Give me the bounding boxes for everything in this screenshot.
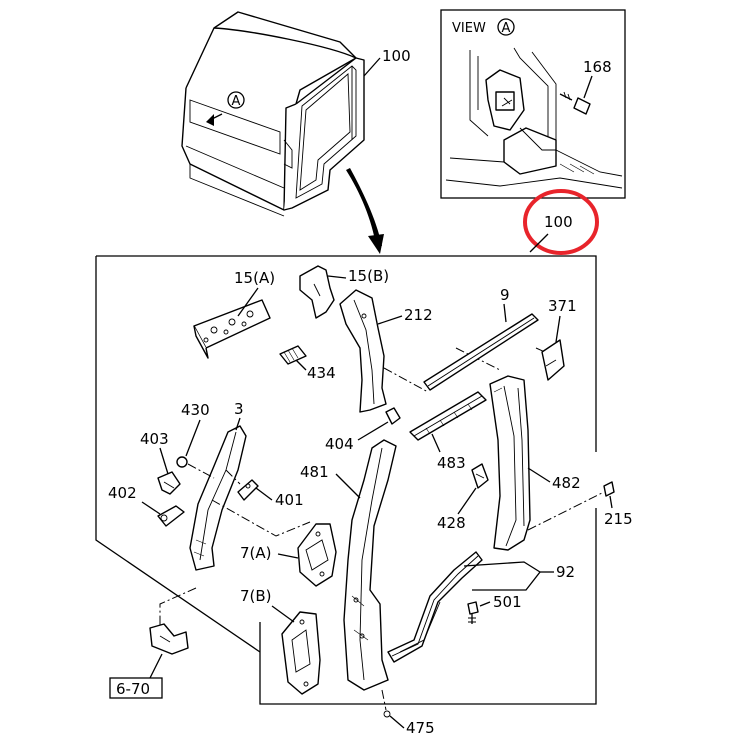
ref-box-6-70 bbox=[109, 677, 163, 699]
view-a-marker-text: A bbox=[232, 94, 241, 109]
view-label: VIEW bbox=[452, 21, 486, 36]
part-475: 475 bbox=[381, 689, 435, 737]
highlight-100: 100 bbox=[523, 189, 599, 255]
main-frame bbox=[95, 255, 597, 705]
label-168: 168 bbox=[583, 58, 612, 76]
part-404: 404 bbox=[325, 407, 401, 453]
label-212: 212 bbox=[404, 306, 433, 324]
label-482: 482 bbox=[552, 474, 581, 492]
part-212: 212 bbox=[339, 289, 433, 413]
part-7a: 7(A) bbox=[240, 523, 337, 587]
label-15a: 15(A) bbox=[234, 269, 275, 287]
part-15b: 15(B) bbox=[299, 265, 389, 319]
part-428: 428 bbox=[437, 463, 489, 532]
label-92: 92 bbox=[556, 563, 575, 581]
part-481: 481 bbox=[300, 439, 397, 691]
part-482: 482 bbox=[489, 375, 581, 551]
label-371: 371 bbox=[548, 297, 577, 315]
part-483: 483 bbox=[409, 391, 487, 472]
view-a-marker-circle bbox=[227, 91, 245, 109]
label-501: 501 bbox=[493, 593, 522, 611]
label-404: 404 bbox=[325, 435, 354, 453]
label-6-70: 6-70 bbox=[116, 680, 150, 698]
highlight-circle bbox=[523, 189, 599, 255]
part-6-70: 6-70 bbox=[109, 587, 197, 699]
part-401: 401 bbox=[225, 469, 304, 509]
label-481: 481 bbox=[300, 463, 329, 481]
label-428: 428 bbox=[437, 514, 466, 532]
view-a-frame bbox=[440, 9, 626, 199]
label-100-cab: 100 bbox=[382, 47, 411, 65]
label-7a: 7(A) bbox=[240, 544, 272, 562]
label-403: 403 bbox=[140, 430, 169, 448]
part-92: 92 bbox=[387, 551, 575, 663]
label-100-circled: 100 bbox=[544, 213, 573, 231]
view-ref: A bbox=[502, 21, 511, 36]
part-430: 430 bbox=[176, 401, 215, 479]
part-501: 501 bbox=[467, 593, 522, 624]
label-402: 402 bbox=[108, 484, 137, 502]
label-3: 3 bbox=[234, 400, 244, 418]
label-483: 483 bbox=[437, 454, 466, 472]
part-371: 371 bbox=[541, 297, 577, 381]
part-3: 3 bbox=[189, 400, 247, 571]
label-215: 215 bbox=[604, 510, 633, 528]
label-401: 401 bbox=[275, 491, 304, 509]
part-7b: 7(B) bbox=[240, 587, 321, 695]
part-434: 434 bbox=[279, 345, 336, 382]
part-215: 215 bbox=[527, 481, 633, 531]
cab-overview: A 100 bbox=[181, 11, 411, 254]
part-15a: 15(A) bbox=[193, 269, 275, 359]
label-434: 434 bbox=[307, 364, 336, 382]
part-402: 402 bbox=[108, 484, 185, 527]
view-a-inset: VIEW A 168 bbox=[440, 9, 626, 199]
label-9: 9 bbox=[500, 286, 510, 304]
part-9: 9 bbox=[423, 286, 539, 391]
label-430: 430 bbox=[181, 401, 210, 419]
part-403: 403 bbox=[140, 430, 181, 495]
label-15b: 15(B) bbox=[348, 267, 389, 285]
label-475: 475 bbox=[406, 719, 435, 737]
label-7b: 7(B) bbox=[240, 587, 272, 605]
